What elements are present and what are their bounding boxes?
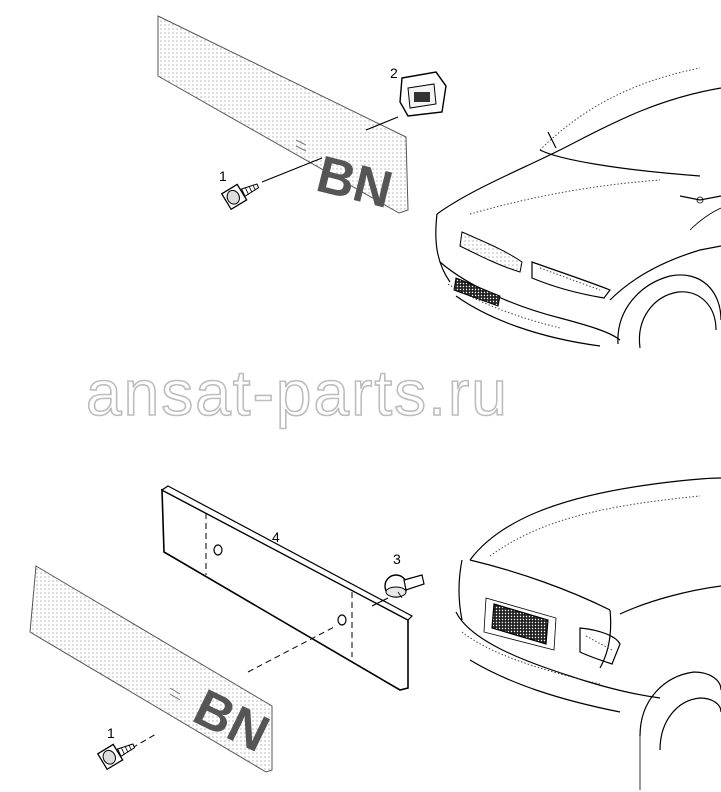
callout-1-top: 1 — [219, 168, 227, 184]
leader-line-plate-car — [365, 116, 399, 131]
plate-bracket-4 — [160, 485, 413, 691]
front-license-plate: BN — [157, 15, 409, 220]
callout-2: 2 — [390, 65, 398, 81]
screw-1-bottom-icon — [96, 743, 136, 771]
car-front-illustration — [435, 67, 721, 349]
leader-line-1-bottom — [131, 733, 157, 749]
clip-2-icon — [399, 71, 447, 117]
bracket-hole-left — [213, 544, 223, 556]
euro-stars-mark — [295, 139, 307, 152]
screw-1-top-icon — [220, 183, 260, 211]
bracket-hole-right — [337, 614, 347, 626]
leader-line-bracket-plate — [247, 625, 337, 673]
rear-euro-stars-mark — [169, 687, 181, 701]
leader-line-3 — [371, 597, 389, 607]
callout-3: 3 — [393, 551, 401, 567]
leader-line-1-top — [261, 157, 323, 183]
car-rear-illustration — [455, 477, 721, 790]
callout-4: 4 — [272, 529, 280, 545]
watermark-text: ansat-parts.ru — [86, 357, 509, 429]
callout-1-bottom: 1 — [107, 725, 115, 741]
screw-3-icon — [384, 574, 425, 599]
